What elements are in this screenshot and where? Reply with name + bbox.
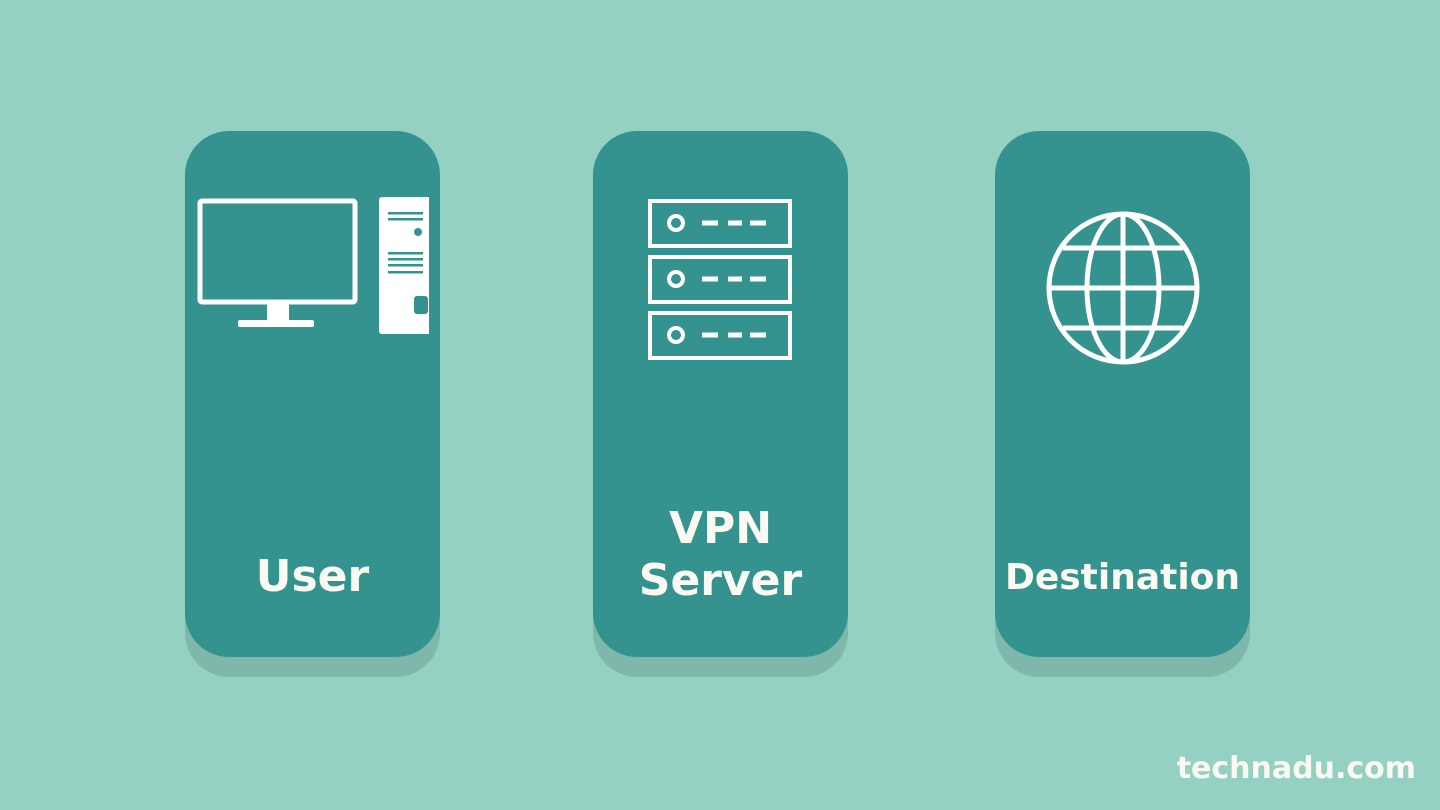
vpn-server-card: VPN Server [593,131,848,657]
watermark: technadu.com [1176,751,1416,786]
vpn-label-line2: Server [638,555,803,606]
server-rack-icon [648,199,792,360]
globe-icon [1046,211,1200,365]
user-card: User [185,131,440,657]
destination-label: Destination [1004,557,1241,598]
destination-card: Destination [995,131,1250,657]
user-label: User [255,551,370,602]
desktop-computer-icon [197,197,429,334]
vpn-label-line1: VPN [668,503,773,554]
vpn-server-label: VPN Server [593,503,848,607]
